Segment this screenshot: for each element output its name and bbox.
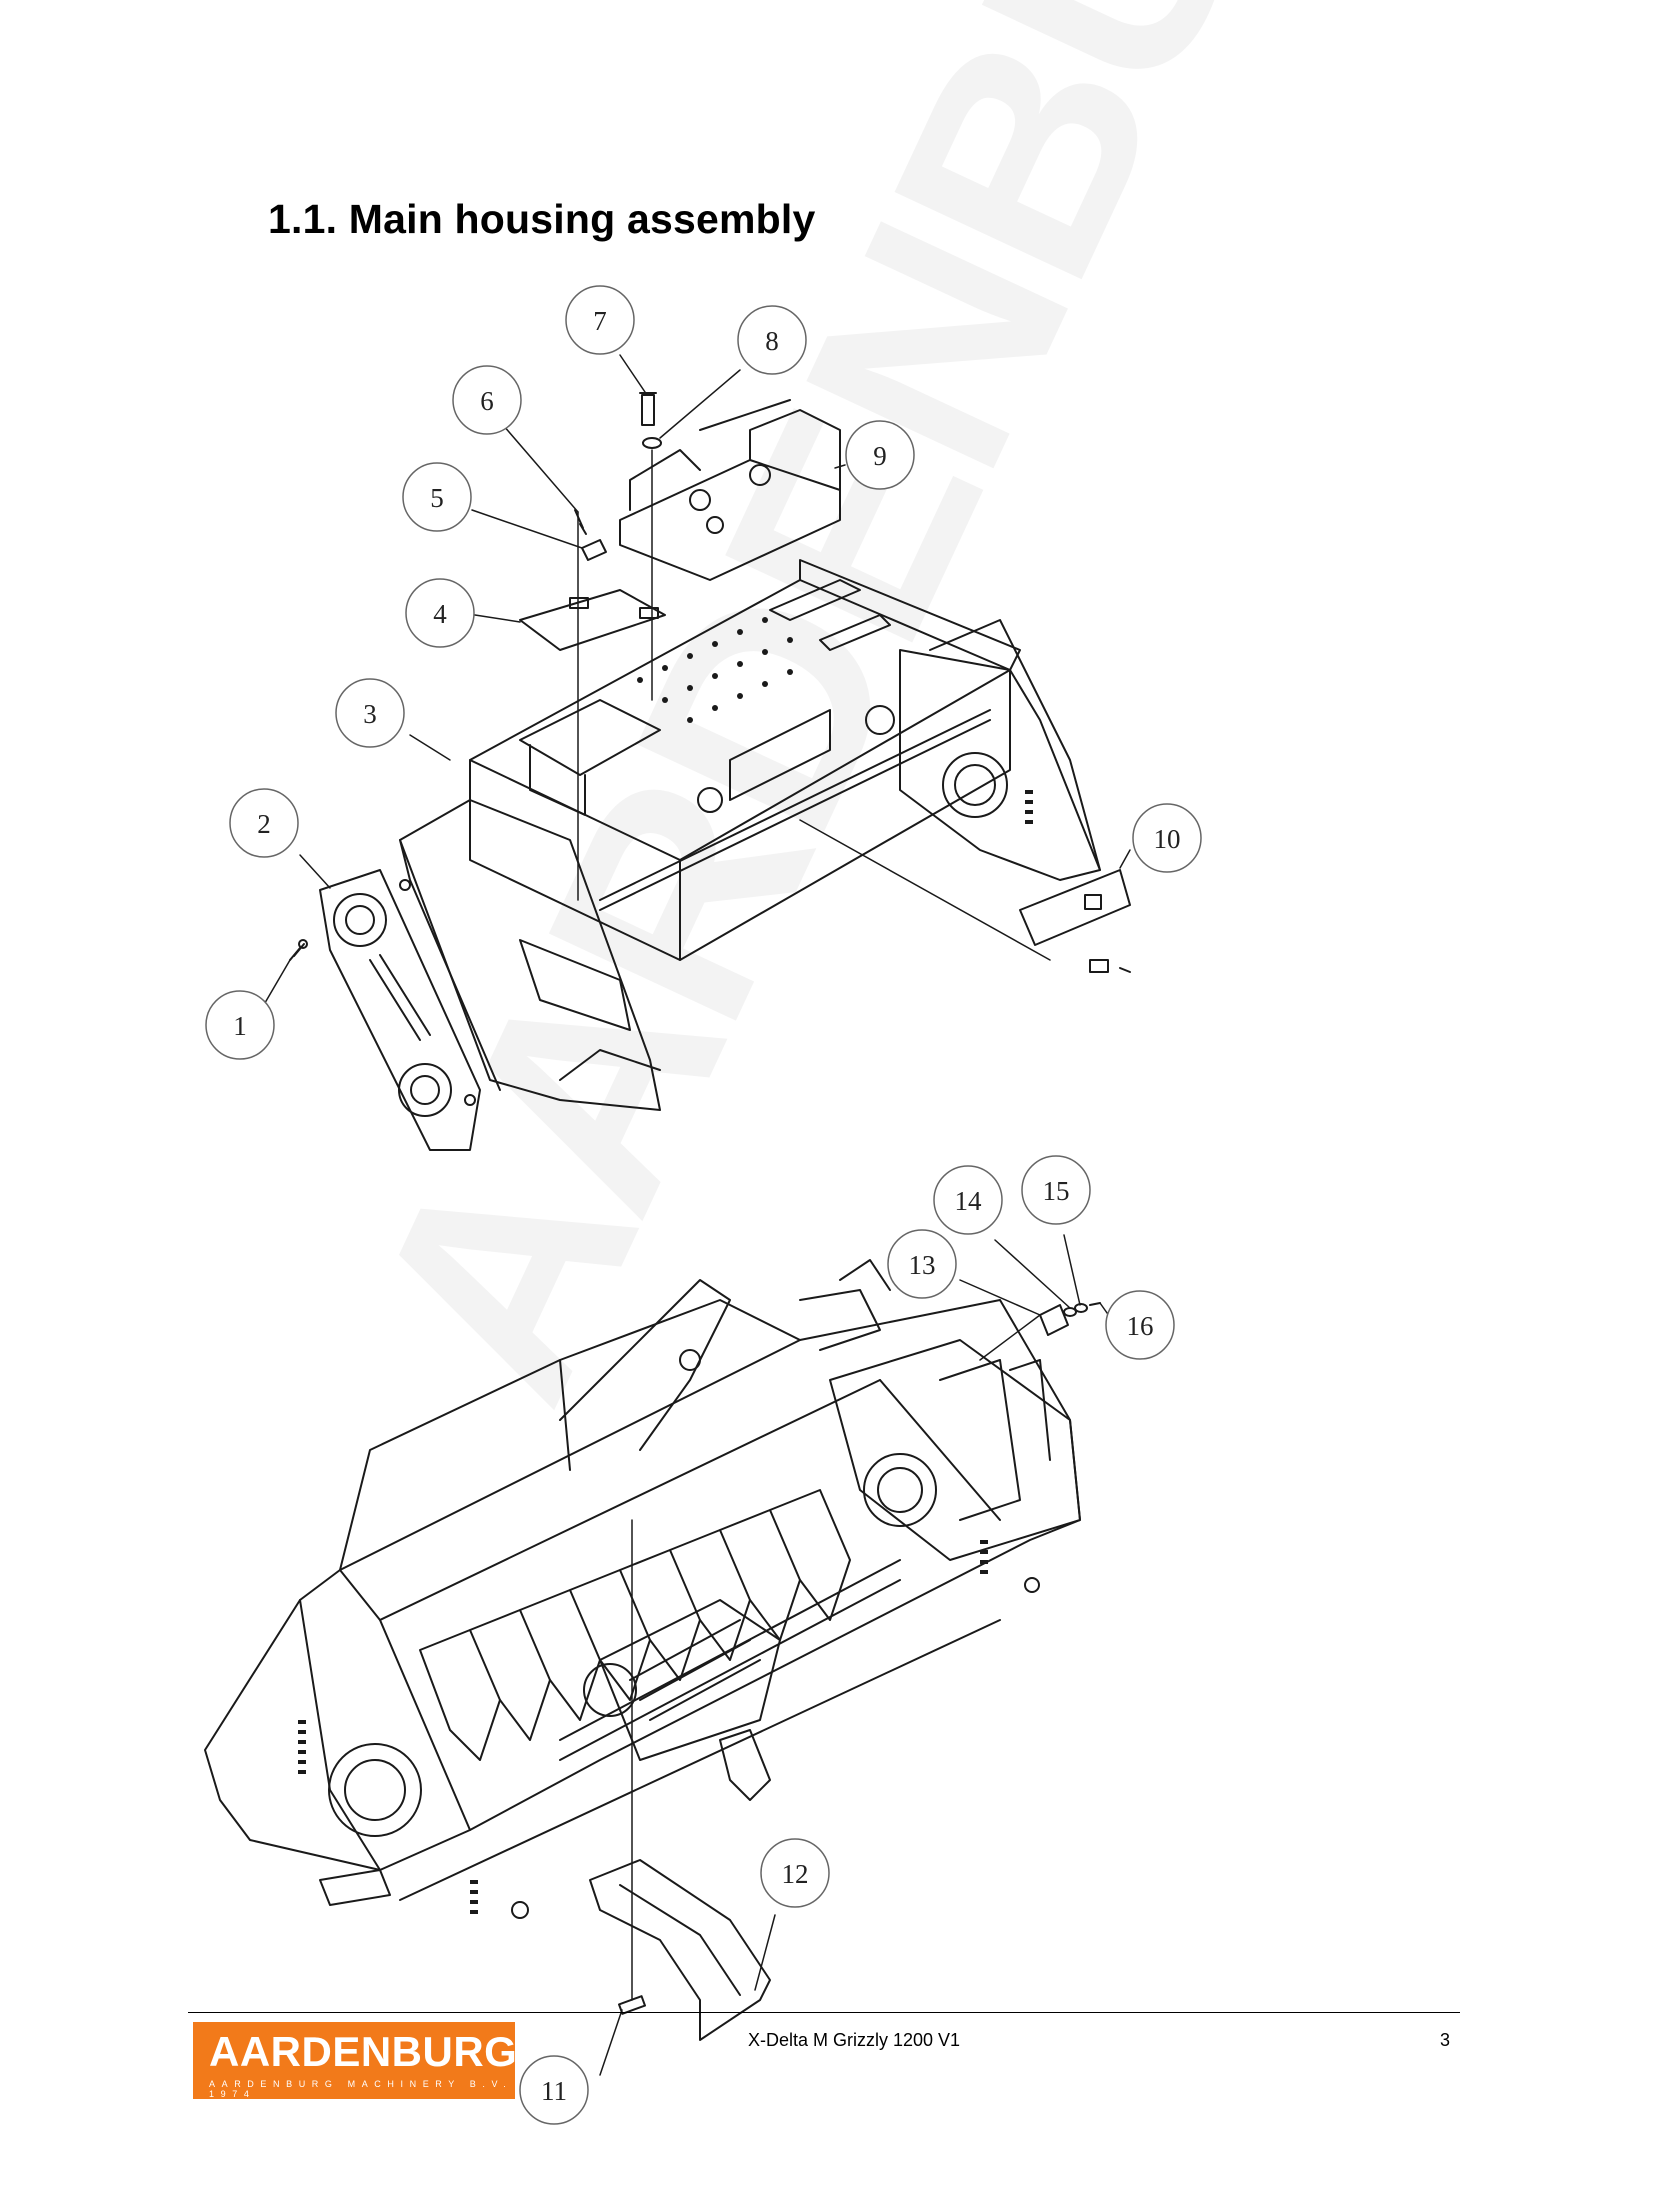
side-cover-plate-part-2	[319, 869, 481, 1151]
svg-text:9: 9	[873, 441, 887, 471]
washer-part-8	[642, 437, 662, 449]
tooth-bar-part-12	[589, 1859, 771, 2041]
callout-10: 10	[1132, 803, 1202, 873]
callout-15: 15	[1021, 1155, 1091, 1225]
nut-part-15	[1074, 1303, 1088, 1313]
callout-2: 2	[229, 788, 299, 858]
callout-8: 8	[737, 305, 807, 375]
hitch-bracket-part-9	[619, 399, 841, 581]
logo-tagline: AARDENBURG MACHINERY B.V. 1974	[209, 2079, 513, 2099]
bolt-part-13	[1039, 1304, 1069, 1336]
cover-plate-part-4	[519, 589, 666, 651]
screw-part-6	[574, 509, 587, 535]
svg-text:11: 11	[541, 2076, 567, 2106]
bolt-part-1	[289, 939, 308, 961]
lower-cover-plate-part-10	[1019, 869, 1131, 973]
svg-text:6: 6	[480, 386, 494, 416]
svg-text:1: 1	[233, 1011, 247, 1041]
logo-name: AARDENBURG	[209, 2028, 518, 2075]
svg-text:7: 7	[593, 306, 607, 336]
svg-text:5: 5	[430, 483, 444, 513]
svg-text:2: 2	[257, 809, 271, 839]
footer-page-number: 3	[1440, 2030, 1451, 2050]
callout-13: 13	[887, 1229, 957, 1299]
svg-text:16: 16	[1127, 1311, 1154, 1341]
brand-logo: AARDENBURG AARDENBURG MACHINERY B.V. 197…	[193, 2022, 518, 2099]
svg-text:14: 14	[955, 1186, 983, 1216]
footer-document-name: X-Delta M Grizzly 1200 V1	[748, 2030, 961, 2050]
latch-part-5	[581, 539, 607, 561]
page-title: 1.1. Main housing assembly	[268, 196, 816, 242]
callout-4: 4	[405, 578, 475, 648]
callout-1: 1	[205, 990, 275, 1060]
svg-text:15: 15	[1043, 1176, 1070, 1206]
callout-11: 11	[519, 2055, 589, 2125]
svg-text:13: 13	[909, 1250, 936, 1280]
svg-text:8: 8	[765, 326, 779, 356]
callout-6: 6	[452, 365, 522, 435]
svg-text:4: 4	[433, 599, 447, 629]
bolt-part-7	[639, 392, 657, 426]
callout-labels: 1 2 3 4 5 6 7 8	[205, 285, 1202, 2125]
callout-7: 7	[565, 285, 635, 355]
callout-3: 3	[335, 678, 405, 748]
svg-text:12: 12	[782, 1859, 809, 1889]
callout-14: 14	[933, 1165, 1003, 1235]
svg-text:3: 3	[363, 699, 377, 729]
bolt-part-11	[618, 1995, 646, 2015]
callout-12: 12	[760, 1838, 830, 1908]
callout-5: 5	[402, 462, 472, 532]
callout-16: 16	[1105, 1290, 1175, 1360]
rotor-housing-drawing	[204, 1259, 1081, 1919]
screw-part-16	[1089, 1302, 1101, 1306]
callout-9: 9	[845, 420, 915, 490]
svg-text:10: 10	[1154, 824, 1181, 854]
footer-divider	[188, 2012, 1460, 2013]
main-housing-drawing	[399, 559, 1101, 1111]
